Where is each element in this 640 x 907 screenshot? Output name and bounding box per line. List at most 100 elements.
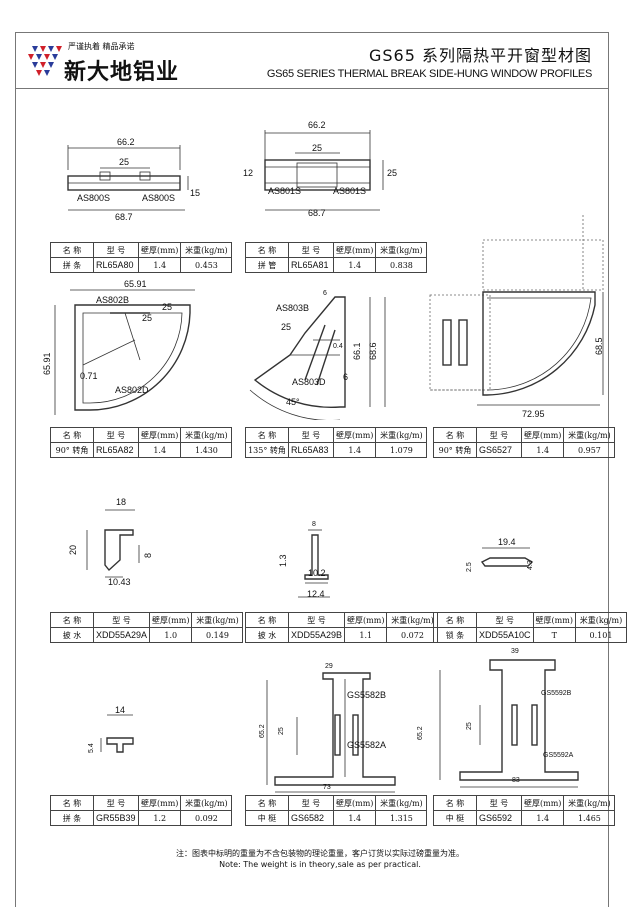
cell-model: GS6527 [476,442,522,458]
dim-label: 12 [243,168,254,178]
header-cell: 米重(kg/m) [191,612,244,628]
spec-table-header: 名 称型 号壁厚(mm)米重(kg/m) [433,612,627,628]
company-name: 新大地铝业 [64,59,180,85]
header-cell: 米重(kg/m) [375,427,428,443]
dim-label: 4.3 [527,560,534,570]
header-cell: 壁厚(mm) [137,242,182,258]
profile-drawing-gs6527 [429,215,604,406]
header-cell: 型 号 [288,242,334,258]
cell-weight: 0.101 [574,627,627,643]
header-cell: 型 号 [92,612,151,628]
part-label: GS5592B [541,690,572,697]
dim-label: 5.4 [88,743,95,753]
cell-name: 135° 转角 [245,442,289,458]
part-label: GS5582A [347,740,387,750]
dim-label: 66.2 [308,120,326,130]
cell-model: GS6592 [476,810,522,826]
dim-label: 2.5 [466,562,473,572]
header-cell: 米重(kg/m) [375,795,428,811]
header-cell: 米重(kg/m) [180,427,233,443]
dim-label: 8 [312,521,316,528]
page-title: GS65 系列隔热平开窗型材图 [368,46,592,65]
cell-weight: 1.315 [375,810,428,826]
dim-label: 66.1 [352,342,362,360]
note-cn: 注：图表中标明的重量为不含包装物的理论重量，客户订货以实际过磅重量为准。 [176,849,464,858]
header-cell: 名 称 [245,242,289,258]
dim-label: 6 [323,290,327,297]
cell-name: 拼 条 [50,810,94,826]
header-cell: 壁厚(mm) [137,427,182,443]
cell-weight: 0.838 [375,257,428,273]
spec-table-header: 名 称型 号壁厚(mm)米重(kg/m) [245,795,428,811]
company-logo [28,46,62,76]
profile-drawing-xdd55a10c [480,547,534,567]
dim-label: 25 [142,313,153,323]
dim-label: 39 [511,648,519,655]
dim-label: 14 [115,705,126,715]
profile-drawing-rl65a81 [264,130,384,211]
part-label: AS800S [142,193,176,203]
part-label: GS5582B [347,690,387,700]
cell-model: GR55B39 [93,810,139,826]
part-label: AS803D [292,377,326,387]
header-cell: 型 号 [287,612,346,628]
cell-name: 披 水 [50,627,94,643]
header-cell: 型 号 [93,427,139,443]
header-divider [15,88,608,89]
profile-drawing-xdd55a29b [298,529,330,598]
part-label: AS802B [96,295,130,305]
dim-label: 0.71 [80,371,98,381]
header-cell: 米重(kg/m) [386,612,439,628]
dim-label: 68.6 [368,342,378,360]
dim-label: 25 [466,722,473,730]
header-cell: 米重(kg/m) [375,242,428,258]
cell-name: 披 水 [245,627,289,643]
cell-weight: 0.092 [180,810,233,826]
cell-model: RL65A81 [288,257,334,273]
cell-weight: 0.072 [386,627,439,643]
cell-thickness: 1.4 [332,257,377,273]
cell-model: RL65A82 [93,442,139,458]
cell-weight: 1.079 [375,442,428,458]
header-cell: 壁厚(mm) [149,612,193,628]
spec-table-header: 名 称型 号壁厚(mm)米重(kg/m) [245,427,428,443]
dim-label: 65.2 [259,724,266,738]
cell-model: RL65A83 [288,442,334,458]
dim-label: 25 [119,157,130,167]
note-en: Note: The weight is in theory,sale as pe… [219,860,421,869]
dim-label: 12.4 [307,589,325,599]
part-label: GS5592A [543,752,574,759]
profile-drawing-rl65a82 [54,289,195,415]
header-cell: 米重(kg/m) [180,242,233,258]
header-cell: 壁厚(mm) [137,795,182,811]
cell-thickness: T [532,627,576,643]
dim-label: 19.4 [498,537,516,547]
header-cell: 名 称 [433,427,477,443]
header-cell: 壁厚(mm) [332,795,377,811]
spec-table-header: 名 称型 号壁厚(mm)米重(kg/m) [50,242,233,258]
part-label: AS800S [77,193,111,203]
spec-table-header: 名 称型 号壁厚(mm)米重(kg/m) [50,795,233,811]
header-cell: 米重(kg/m) [563,427,616,443]
header-cell: 型 号 [476,795,522,811]
cell-thickness: 1.4 [137,257,182,273]
dim-label: 45° [286,397,300,407]
page-frame [15,32,609,907]
header-cell: 壁厚(mm) [532,612,576,628]
dim-label: 83 [512,777,520,784]
cell-name: 拼 条 [50,257,94,273]
dim-label: 25 [387,168,398,178]
